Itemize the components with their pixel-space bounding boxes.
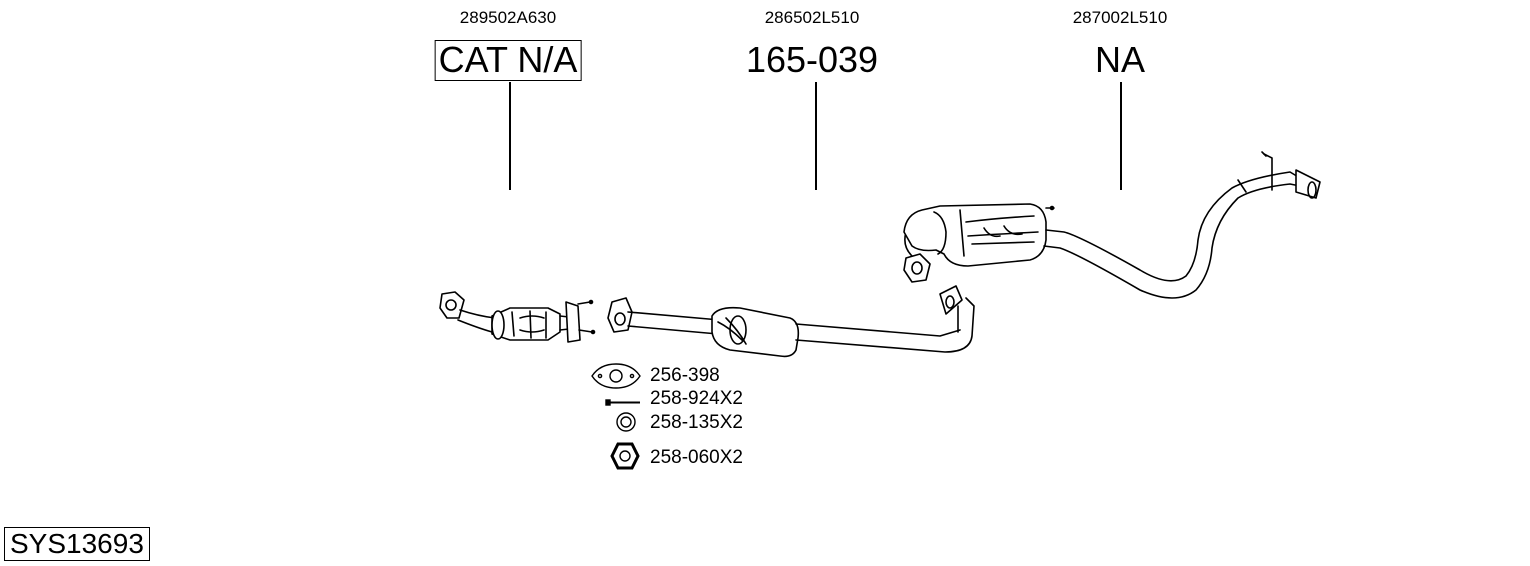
bolt-icon bbox=[605, 399, 640, 406]
rear-silencer-drawing bbox=[903, 151, 1321, 299]
part-code-front-pipe[interactable]: 165-039 bbox=[745, 39, 879, 80]
hardware-label-spring-washer[interactable]: 258-135X2 bbox=[650, 412, 743, 433]
oem-number-front-pipe: 286502L510 bbox=[764, 8, 860, 27]
oem-number-catalytic-converter: 289502A630 bbox=[459, 8, 557, 27]
oem-number-rear-silencer: 287002L510 bbox=[1072, 8, 1168, 27]
leader-line-rear-silencer bbox=[1120, 82, 1122, 190]
gasket-icon bbox=[591, 363, 641, 389]
front-pipe-silencer-drawing bbox=[607, 285, 975, 358]
hardware-label-bolt[interactable]: 258-924X2 bbox=[650, 388, 743, 409]
spring-washer-icon bbox=[616, 412, 636, 432]
hex-nut-icon bbox=[610, 442, 640, 470]
leader-line-front-pipe bbox=[815, 82, 817, 190]
hardware-label-hex-nut[interactable]: 258-060X2 bbox=[650, 447, 743, 468]
part-code-catalytic-converter[interactable]: CAT N/A bbox=[434, 40, 582, 81]
hardware-label-gasket[interactable]: 256-398 bbox=[650, 365, 720, 386]
catalytic-converter-drawing bbox=[439, 291, 596, 343]
leader-line-catalytic-converter bbox=[509, 82, 511, 190]
system-code: SYS13693 bbox=[4, 527, 150, 562]
part-code-rear-silencer[interactable]: NA bbox=[1094, 39, 1146, 80]
